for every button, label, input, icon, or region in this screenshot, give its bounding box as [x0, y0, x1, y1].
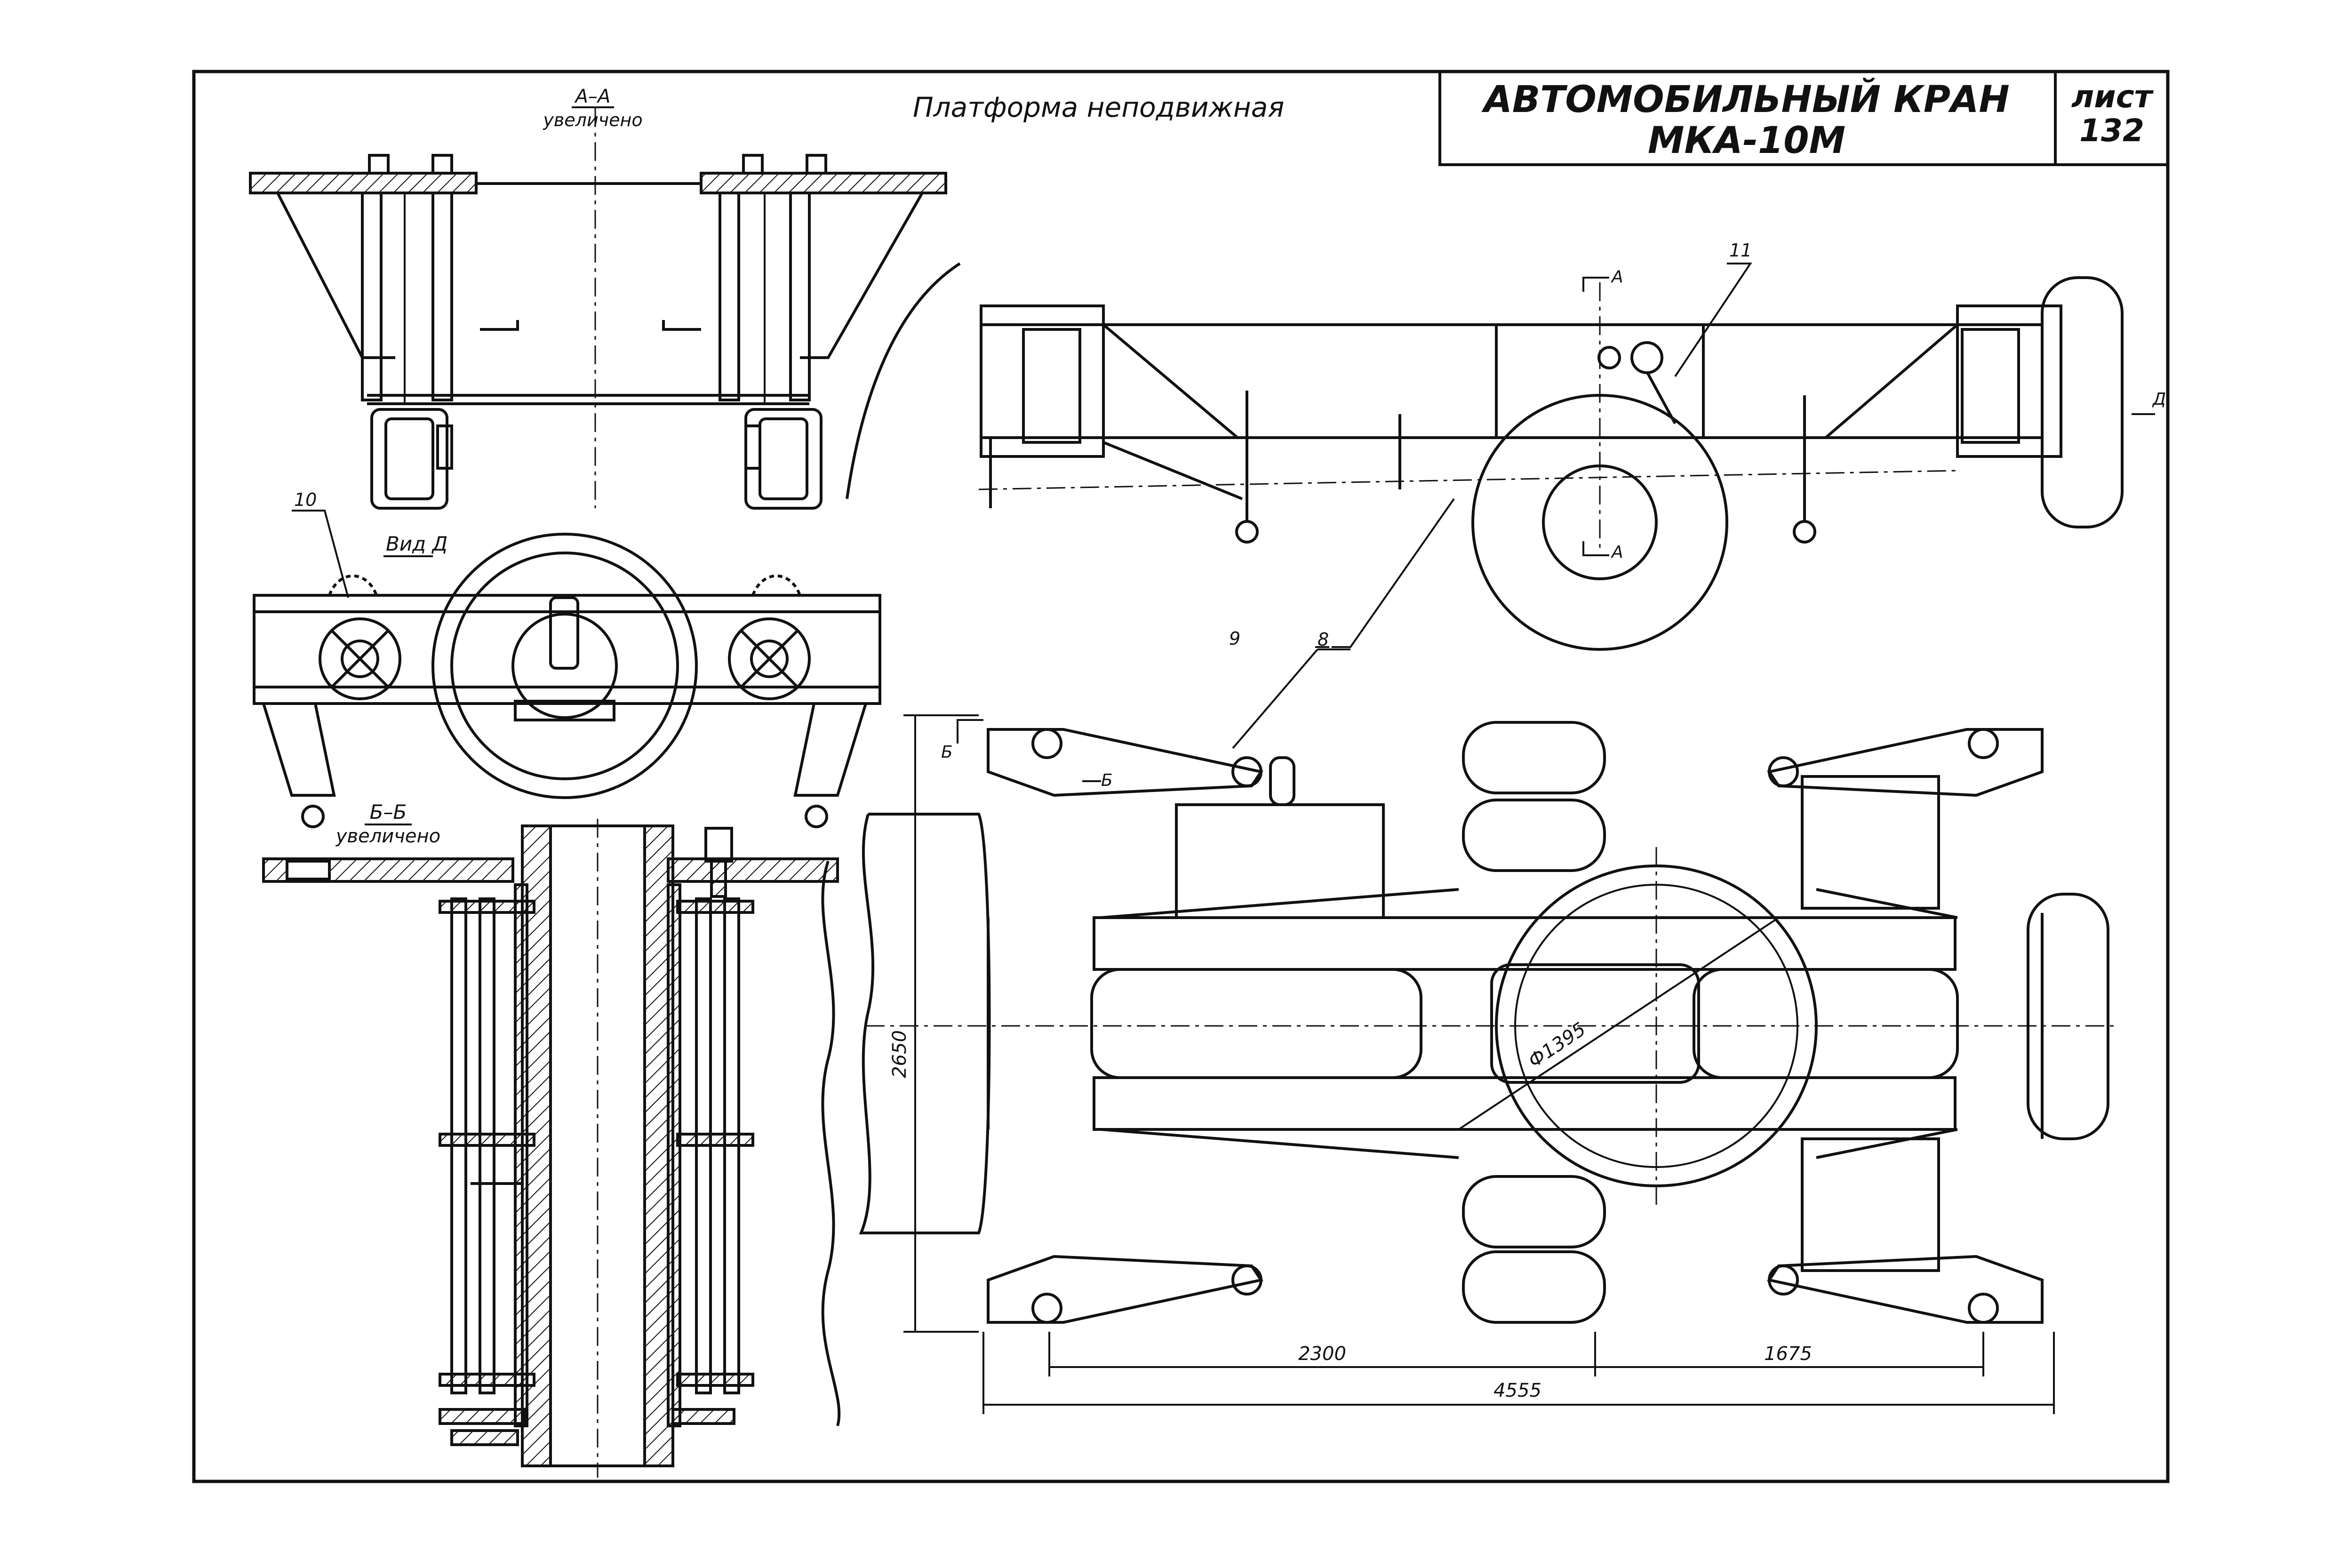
- section-bb-label: Б–Б: [370, 800, 407, 824]
- callout-11: 11: [1729, 240, 1752, 261]
- sheet-frame: [192, 70, 2170, 1483]
- title-block: АВТОМОБИЛЬНЫЙ КРАН МКА-10М лист 132: [1438, 70, 2169, 166]
- plan-view: [859, 721, 2117, 1324]
- view-d: Вид Д: [253, 532, 881, 828]
- marker-b-2: Б: [1101, 771, 1113, 790]
- section-bb-note: увеличено: [335, 825, 440, 847]
- dim-4555: 4555: [1493, 1380, 1541, 1401]
- dimension-lines: [903, 714, 2055, 1414]
- callout-9: 9: [1229, 628, 1240, 649]
- title-line2: МКА-10М: [1648, 120, 1845, 162]
- header-caption: Платформа неподвижная: [913, 91, 1284, 123]
- title-line1: АВТОМОБИЛЬНЫЙ КРАН: [1481, 78, 2009, 121]
- sheet-word: лист: [2071, 79, 2154, 115]
- marker-b-1: Б: [941, 743, 953, 762]
- callout-10: 10: [294, 489, 317, 510]
- dim-2300: 2300: [1298, 1343, 1346, 1365]
- callout-leaders: [292, 263, 1752, 749]
- marker-a-bottom: А: [1611, 543, 1623, 562]
- marker-d-right: Д: [2152, 390, 2166, 409]
- sheet-number: 132: [2079, 112, 2144, 149]
- callout-8: 8: [1318, 629, 1329, 650]
- section-aa-label: А–А: [574, 86, 611, 107]
- dim-1675: 1675: [1764, 1343, 1812, 1365]
- section-aa-note: увеличено: [543, 110, 642, 130]
- view-d-label: Вид Д: [386, 532, 447, 555]
- dim-2650: 2650: [889, 1030, 910, 1078]
- marker-a-top: А: [1611, 267, 1623, 287]
- side-elevation: [846, 262, 2155, 651]
- section-b-b: Б–Б увеличено: [262, 800, 841, 1478]
- section-b-markers: [957, 719, 1101, 782]
- section-a-a: А–А увеличено: [249, 86, 947, 510]
